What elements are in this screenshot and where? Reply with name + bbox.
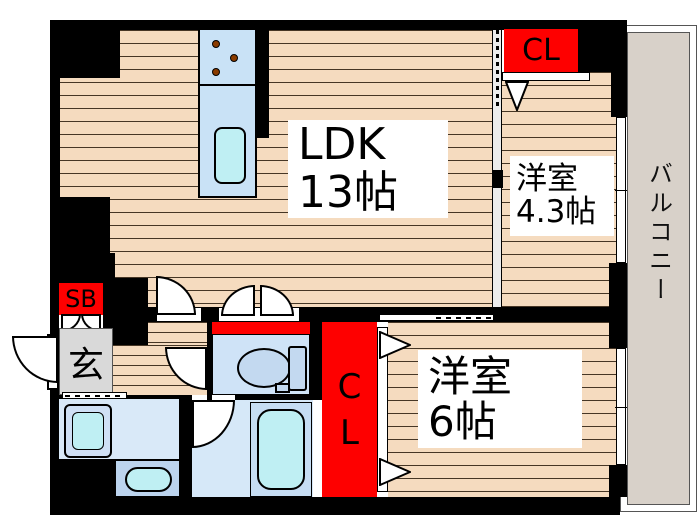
washbasin-icon [64, 404, 112, 458]
balcony-label: バルコニー [635, 161, 683, 391]
entry-door-swing-icon [12, 336, 58, 383]
wall-left-bump [50, 197, 110, 257]
wall-kitchen-stub [257, 28, 269, 138]
kitchen-counter [198, 28, 257, 198]
toilet-upper-cabinet [210, 322, 313, 334]
shoe-box-label: SB [65, 285, 97, 313]
toilet-tank-icon [288, 346, 307, 391]
kitchen-sink-icon [214, 127, 246, 184]
wall-middle-horizontal [55, 307, 627, 322]
room43-label-size: 4.3帖 [516, 194, 597, 230]
partition-ldk-room43 [492, 30, 503, 307]
wall-bottom [50, 497, 620, 515]
wall-bathroom-left [180, 395, 192, 497]
stove-icon [200, 30, 255, 86]
room6-label: 洋室 6帖 [418, 350, 582, 448]
ldk-label: LDK 13帖 [288, 120, 448, 218]
wall-right-upper [611, 72, 627, 117]
closet-top-label: CL [522, 33, 560, 68]
closet-middle-letter-l: L [340, 412, 359, 453]
shoe-box: SB [59, 283, 103, 315]
wall-toilet-right [310, 322, 322, 400]
entrance-label: 玄 [67, 344, 104, 386]
washroom-folding-door [62, 392, 127, 399]
wall-toilet-left [207, 322, 212, 400]
room43-label: 洋室 4.3帖 [510, 156, 614, 236]
sliding-door-ldk-room6 [380, 313, 493, 322]
closet-middle: C L [322, 322, 377, 497]
stove-burner-icon [212, 68, 220, 76]
stove-burner-icon [230, 54, 238, 62]
closet-middle-front [377, 327, 388, 492]
stove-burner-icon [212, 40, 220, 48]
corridor-floor-upper [148, 322, 207, 345]
wall-top [55, 20, 627, 30]
closet-top-door-triangle-icon [505, 81, 529, 111]
washing-machine-icon [125, 467, 172, 492]
closet-middle-door-triangle-icon [379, 458, 411, 486]
toilet-room [212, 334, 310, 395]
toilet-foot-icon [275, 383, 290, 393]
bathtub-icon [257, 409, 305, 490]
wall-right-mid [609, 263, 627, 309]
closet-top-front [502, 72, 590, 81]
closet-middle-letter-c: C [337, 366, 362, 407]
washing-machine-pan [115, 460, 180, 497]
wall-right-6a [609, 322, 627, 348]
window-room6 [615, 348, 627, 465]
balcony: バルコニー [620, 25, 697, 512]
room6-label-size: 6帖 [428, 397, 497, 446]
wall-right-6b [609, 465, 627, 497]
wall-corner-topright [577, 29, 627, 72]
entrance-area: 玄 [59, 328, 113, 395]
balcony-label-text: バルコニー [644, 161, 673, 306]
wall-corner-topleft [55, 20, 120, 78]
closet-middle-door-triangle-icon [379, 331, 411, 359]
closet-top: CL [504, 29, 578, 72]
wall-bathroom-top [235, 395, 322, 400]
toilet-icon [237, 348, 291, 388]
bathtub-surround [250, 402, 312, 497]
ldk-label-name: LDK [298, 119, 386, 171]
ldk-label-size: 13帖 [298, 167, 398, 218]
room43-label-name: 洋室 [516, 160, 578, 197]
window-room43 [615, 117, 627, 263]
wall-washroom-deadspace [55, 460, 115, 497]
room6-label-name: 洋室 [428, 351, 513, 401]
